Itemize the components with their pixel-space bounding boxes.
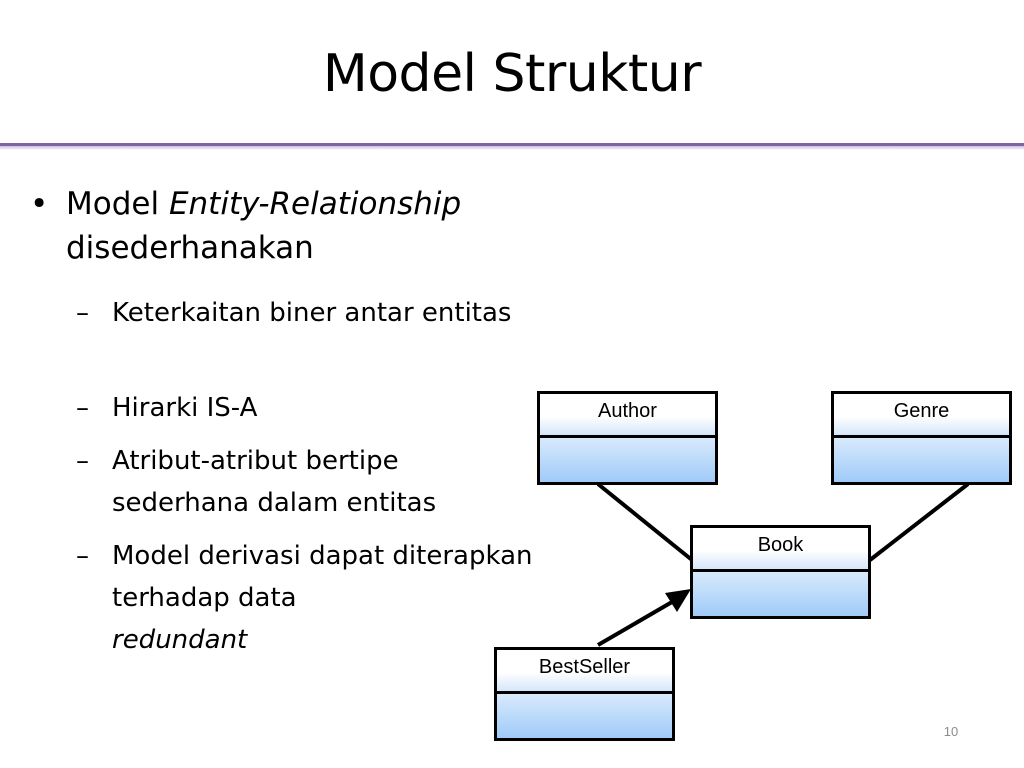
class-author-name: Author xyxy=(540,394,715,438)
class-genre-body xyxy=(834,438,1009,482)
title-divider-shadow xyxy=(0,146,1024,150)
class-author-body xyxy=(540,438,715,482)
sub-bullet-4-text: Model derivasi dapat diterapkan terhadap… xyxy=(112,535,542,661)
class-genre: Genre xyxy=(831,391,1012,485)
title-divider xyxy=(0,143,1024,146)
class-bestseller: BestSeller xyxy=(494,647,675,741)
class-bestseller-body xyxy=(497,694,672,738)
sub-bullet-1-text: Keterkaitan biner antar entitas xyxy=(112,298,512,328)
page-number: 10 xyxy=(943,724,959,739)
class-bestseller-name: BestSeller xyxy=(497,650,672,694)
class-author: Author xyxy=(537,391,718,485)
slide-title: Model Struktur xyxy=(322,44,702,104)
bullet-marker: • xyxy=(30,186,49,222)
class-book: Book xyxy=(690,525,871,619)
sub-bullet-marker: – xyxy=(76,446,89,476)
bullet-main-prefix: Model xyxy=(66,186,169,222)
sub-bullet-marker: – xyxy=(76,393,89,423)
isa-bestseller-book xyxy=(596,600,674,647)
class-book-name: Book xyxy=(693,528,868,572)
bullet-main-suffix: disederhanakan xyxy=(66,230,314,266)
association-genre-book xyxy=(868,482,970,562)
bullet-main-text: Model Entity-Relationship disederhanakan xyxy=(66,182,586,270)
bullet-main-emphasis: Entity-Relationship xyxy=(168,186,462,222)
class-book-body xyxy=(693,572,868,616)
sub-bullet-2-text: Hirarki IS-A xyxy=(112,393,258,423)
sub-bullet-3-text: Atribut-atribut bertipe sederhana dalam … xyxy=(112,446,437,518)
sub-bullet-4-emphasis: redundant xyxy=(112,625,248,655)
association-author-book xyxy=(596,482,694,562)
sub-bullet-marker: – xyxy=(76,298,89,328)
class-genre-name: Genre xyxy=(834,394,1009,438)
sub-bullet-4-main: Model derivasi dapat diterapkan terhadap… xyxy=(112,541,533,613)
isa-arrowhead xyxy=(665,589,691,612)
sub-bullet-marker: – xyxy=(76,541,89,571)
